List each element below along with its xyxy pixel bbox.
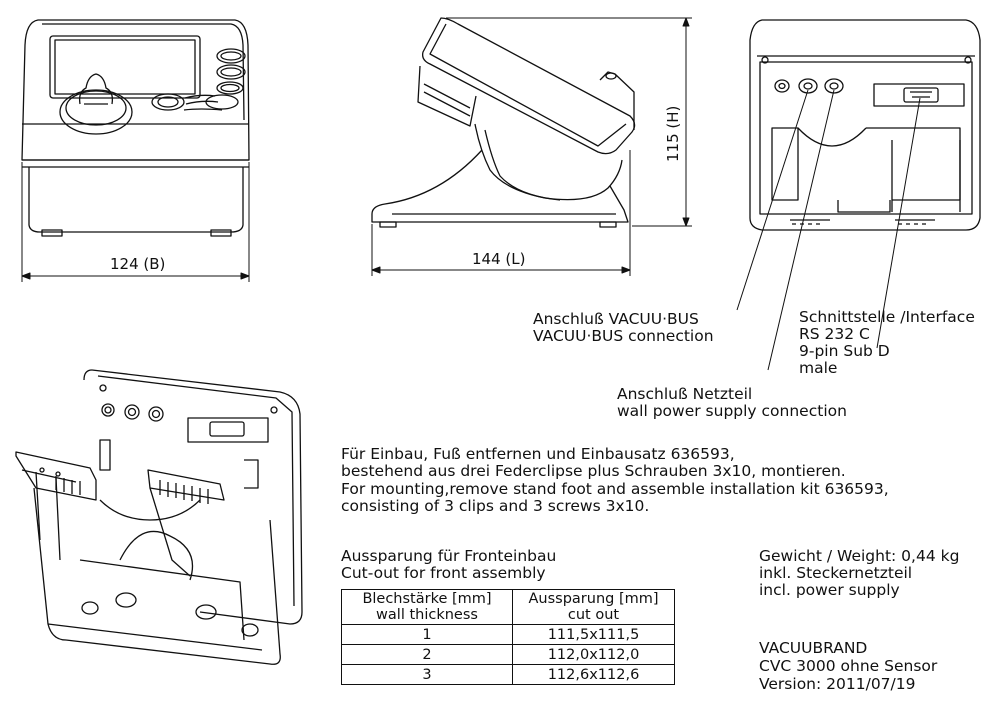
width-dimension-lines <box>21 162 250 282</box>
bus-connection-label-en: VACUU·BUS connection <box>533 327 714 345</box>
power-connection-label-de: Anschluß Netzteil <box>617 385 753 403</box>
cutout-title-en: Cut-out for front assembly <box>341 564 546 582</box>
weight-line-3: incl. power supply <box>759 581 900 599</box>
weight-line-2: inkl. Steckernetzteil <box>759 564 913 582</box>
cutout-table: Blechstärke [mm] wall thickness Aussparu… <box>341 589 675 685</box>
length-dimension-lines <box>371 150 631 276</box>
thickness-header-cell: Blechstärke [mm] wall thickness <box>341 589 513 625</box>
cutout-header-de: Aussparung [mm] <box>528 591 659 607</box>
cutout-header-en: cut out <box>567 607 620 623</box>
brand-name: VACUUBRAND <box>759 639 868 657</box>
thickness-header-en: wall thickness <box>376 607 478 623</box>
table-row: 1 111,5x111,5 <box>341 624 675 645</box>
interface-label-line-4: male <box>799 359 838 377</box>
table-row: 3 112,6x112,6 <box>341 664 675 685</box>
front-view-drawing <box>21 19 250 237</box>
table-row: 2 112,0x112,0 <box>341 644 675 665</box>
interface-label-line-3: 9-pin Sub D <box>799 342 890 360</box>
cutout-table-header: Blechstärke [mm] wall thickness Aussparu… <box>341 589 675 625</box>
cutout-cell: 111,5x111,5 <box>512 624 675 645</box>
rear-view-drawing <box>749 19 981 231</box>
interface-label-line-2: RS 232 C <box>799 325 870 343</box>
mounting-note-line-4: consisting of 3 clips and 3 screws 3x10. <box>341 497 650 515</box>
side-view-drawing <box>371 17 636 228</box>
power-connection-label-en: wall power supply connection <box>617 402 847 420</box>
cutout-cell: 112,6x112,6 <box>512 664 675 685</box>
height-dimension-label: 115 (H) <box>664 105 682 162</box>
cutout-cell: 112,0x112,0 <box>512 644 675 665</box>
mounting-kit-isometric-drawing <box>15 369 303 665</box>
thickness-cell: 2 <box>341 644 513 665</box>
mounting-note-line-2: bestehend aus drei Federclipse plus Schr… <box>341 462 846 480</box>
thickness-cell: 1 <box>341 624 513 645</box>
callout-leader-lines <box>736 89 921 371</box>
cutout-title-de: Aussparung für Fronteinbau <box>341 547 557 565</box>
bus-connection-label-de: Anschluß VACUU·BUS <box>533 310 699 328</box>
mounting-note-line-1: Für Einbau, Fuß entfernen und Einbausatz… <box>341 445 735 463</box>
weight-line-1: Gewicht / Weight: 0,44 kg <box>759 547 960 565</box>
width-dimension-label: 124 (B) <box>110 255 166 273</box>
height-dimension-lines <box>446 17 692 227</box>
interface-label-line-1: Schnittstelle /Interface <box>799 308 975 326</box>
product-model: CVC 3000 ohne Sensor <box>759 657 938 675</box>
mounting-note-line-3: For mounting,remove stand foot and assem… <box>341 480 889 498</box>
thickness-cell: 3 <box>341 664 513 685</box>
drawing-version: Version: 2011/07/19 <box>759 675 916 693</box>
cutout-header-cell: Aussparung [mm] cut out <box>512 589 675 625</box>
thickness-header-de: Blechstärke [mm] <box>362 591 492 607</box>
length-dimension-label: 144 (L) <box>472 250 526 268</box>
